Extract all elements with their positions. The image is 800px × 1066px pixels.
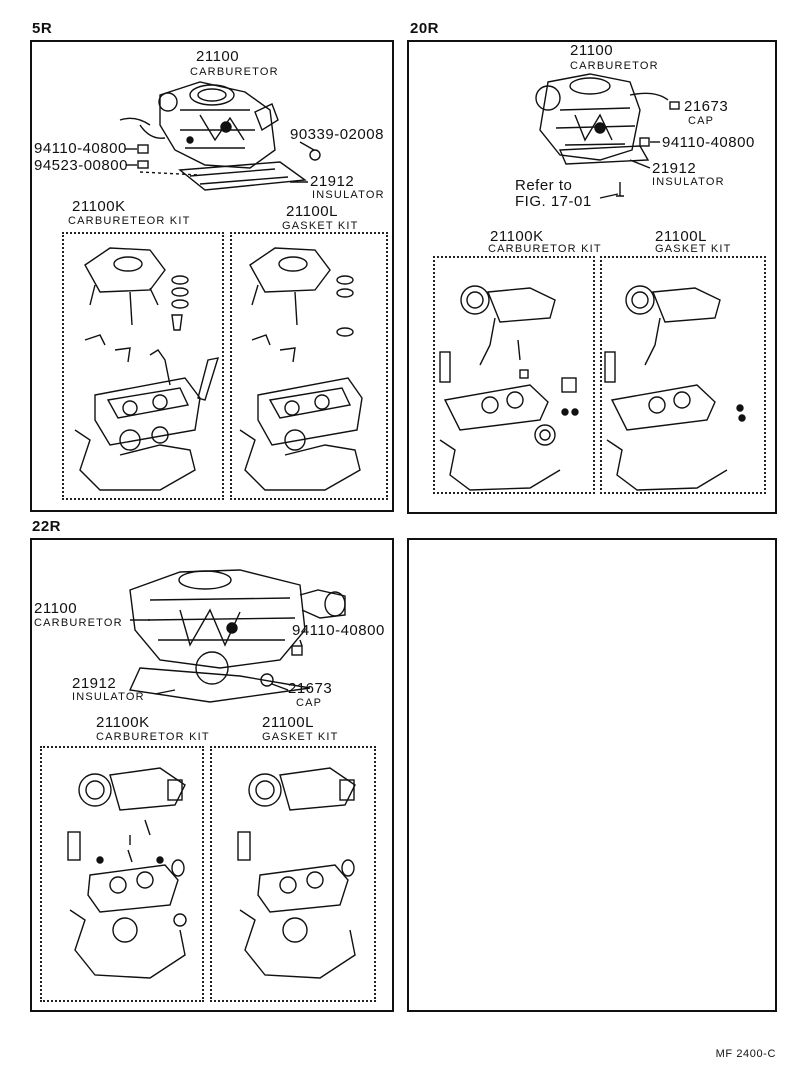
gasket-kit-label: GASKET KIT (262, 731, 339, 743)
carburetor-drawing (129, 569, 346, 685)
washer-part-number: 94523-00800 (34, 157, 128, 174)
carburetor-kit-part-number: 21100K (72, 198, 126, 215)
carburetor-kit-label: CARBURETOR KIT (96, 731, 210, 743)
carburetor-kit-part-number: 21100K (490, 228, 544, 245)
gasket-kit-parts (239, 247, 363, 491)
bolt-drawing (291, 645, 303, 656)
carburetor-drawing (119, 81, 279, 169)
gasket-kit-parts (237, 767, 356, 979)
empty-panel (407, 538, 777, 1012)
cap-drawing (260, 673, 274, 687)
gasket-kit-label: GASKET KIT (282, 220, 359, 232)
gasket-kit-box (230, 232, 388, 500)
carburetor-part-number: 21100 (570, 42, 614, 59)
plug-part-number: 90339-02008 (290, 126, 384, 143)
carburetor-kit-box (40, 746, 204, 1002)
washer-drawing (137, 160, 149, 169)
carburetor-kit-parts (67, 767, 187, 979)
refer-figure: FIG. 17-01 (515, 193, 592, 210)
panel-20r (407, 40, 777, 514)
carburetor-label: CARBURETOR (190, 66, 279, 78)
carburetor-label: CARBURETOR (570, 60, 659, 72)
figure-reference: MF 2400-C (715, 1048, 776, 1060)
bolt-part-number: 94110-40800 (292, 622, 385, 639)
carburetor-label: CARBURETOR (34, 617, 123, 629)
panel-22r-tag: 22R (32, 518, 62, 535)
cap-label: CAP (688, 115, 715, 127)
carburetor-kit-label: CARBURETEOR KIT (68, 215, 191, 227)
cap-part-number: 21673 (684, 98, 729, 115)
insulator-drawing (128, 667, 311, 703)
bolt-part-number: 94110-40800 (34, 140, 127, 157)
insulator-part-number: 21912 (310, 173, 355, 190)
gasket-kit-box (600, 256, 766, 494)
insulator-label: INSULATOR (72, 691, 145, 703)
carburetor-kit-box (433, 256, 595, 494)
insulator-part-number: 21912 (652, 160, 697, 177)
carburetor-kit-label: CARBURETOR KIT (488, 243, 602, 255)
panel-5r-tag: 5R (32, 20, 53, 37)
carburetor-part-number: 21100 (196, 48, 240, 65)
cap-label: CAP (296, 697, 323, 709)
plug-drawing (309, 149, 321, 161)
carburetor-part-number: 21100 (34, 600, 78, 617)
cap-drawing (669, 101, 680, 110)
refer-text: Refer to (515, 177, 573, 194)
carburetor-drawing (535, 73, 669, 165)
gasket-kit-part-number: 21100L (286, 203, 338, 220)
carburetor-kit-parts (74, 247, 220, 491)
bolt-drawing (639, 137, 650, 147)
stud-drawing (616, 182, 624, 197)
bolt-drawing (137, 144, 149, 154)
panel-20r-tag: 20R (410, 20, 440, 37)
gasket-kit-part-number: 21100L (655, 228, 707, 245)
carburetor-kit-parts (439, 285, 579, 491)
bolt-part-number: 94110-40800 (662, 134, 755, 151)
gasket-kit-parts (604, 285, 746, 491)
gasket-kit-box (210, 746, 376, 1002)
carburetor-kit-part-number: 21100K (96, 714, 150, 731)
gasket-kit-part-number: 21100L (262, 714, 314, 731)
gasket-kit-label: GASKET KIT (655, 243, 732, 255)
insulator-label: INSULATOR (652, 176, 725, 188)
insulator-label: INSULATOR (312, 189, 385, 201)
insulator-drawing (178, 161, 307, 191)
carburetor-kit-box (62, 232, 224, 500)
insulator-part-number: 21912 (72, 675, 117, 692)
